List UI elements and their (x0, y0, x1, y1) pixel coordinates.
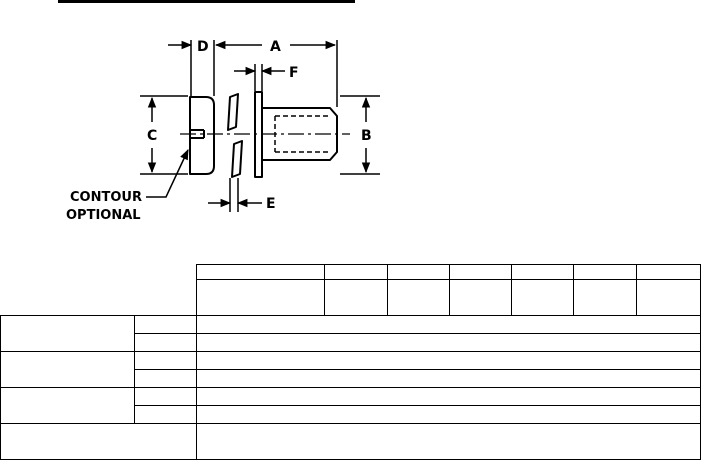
table-cell (324, 279, 388, 316)
table-cell (196, 315, 701, 334)
dim-label-d: D (197, 39, 209, 55)
lock-washer-lower (231, 140, 243, 178)
table-cell (0, 423, 197, 460)
table-header-row (1, 264, 701, 280)
table-cell (573, 279, 637, 316)
header-rule (58, 0, 355, 3)
table-row (0, 423, 701, 460)
dim-label-b: B (361, 128, 372, 144)
table-cell (0, 351, 135, 388)
dim-label-e: E (266, 196, 276, 212)
table-row (0, 351, 701, 388)
dimension-table (0, 264, 701, 460)
table-row (0, 387, 701, 424)
table-cell (387, 279, 450, 316)
contour-note-line1: CONTOUR (70, 190, 142, 205)
table-cell (0, 387, 135, 424)
dim-label-a: A (270, 39, 281, 55)
dim-label-f: F (289, 65, 299, 81)
table-cell (196, 333, 701, 352)
table-cell (134, 315, 197, 334)
screw-head (189, 96, 215, 175)
table-cell (449, 264, 512, 280)
table-cell (196, 405, 701, 424)
table-cell (134, 333, 197, 352)
table-cell (196, 264, 325, 280)
table-cell (196, 387, 701, 406)
table-cell (324, 264, 388, 280)
table-cell (387, 264, 450, 280)
table-cell (196, 279, 325, 316)
table-cell (196, 369, 701, 388)
table-cell (573, 264, 637, 280)
table-cell (0, 315, 135, 352)
table-cell (134, 351, 197, 370)
table-header-row (1, 279, 701, 316)
table-cell (636, 279, 701, 316)
table-cell (134, 387, 197, 406)
table-cell (134, 369, 197, 388)
table-cell (511, 279, 574, 316)
table-row (0, 315, 701, 352)
table-cell (511, 264, 574, 280)
screw-assembly-drawing: D A F C B E CONTOUR OPTIONAL (66, 39, 380, 223)
table-row (1, 369, 701, 388)
contour-note-line2: OPTIONAL (66, 208, 141, 223)
table-cell (636, 264, 701, 280)
table-cell (449, 279, 512, 316)
lock-washer-upper (227, 93, 239, 131)
table-cell (134, 405, 197, 424)
table-cell (196, 423, 701, 460)
table-cell (196, 351, 701, 370)
dim-label-c: C (147, 128, 157, 144)
